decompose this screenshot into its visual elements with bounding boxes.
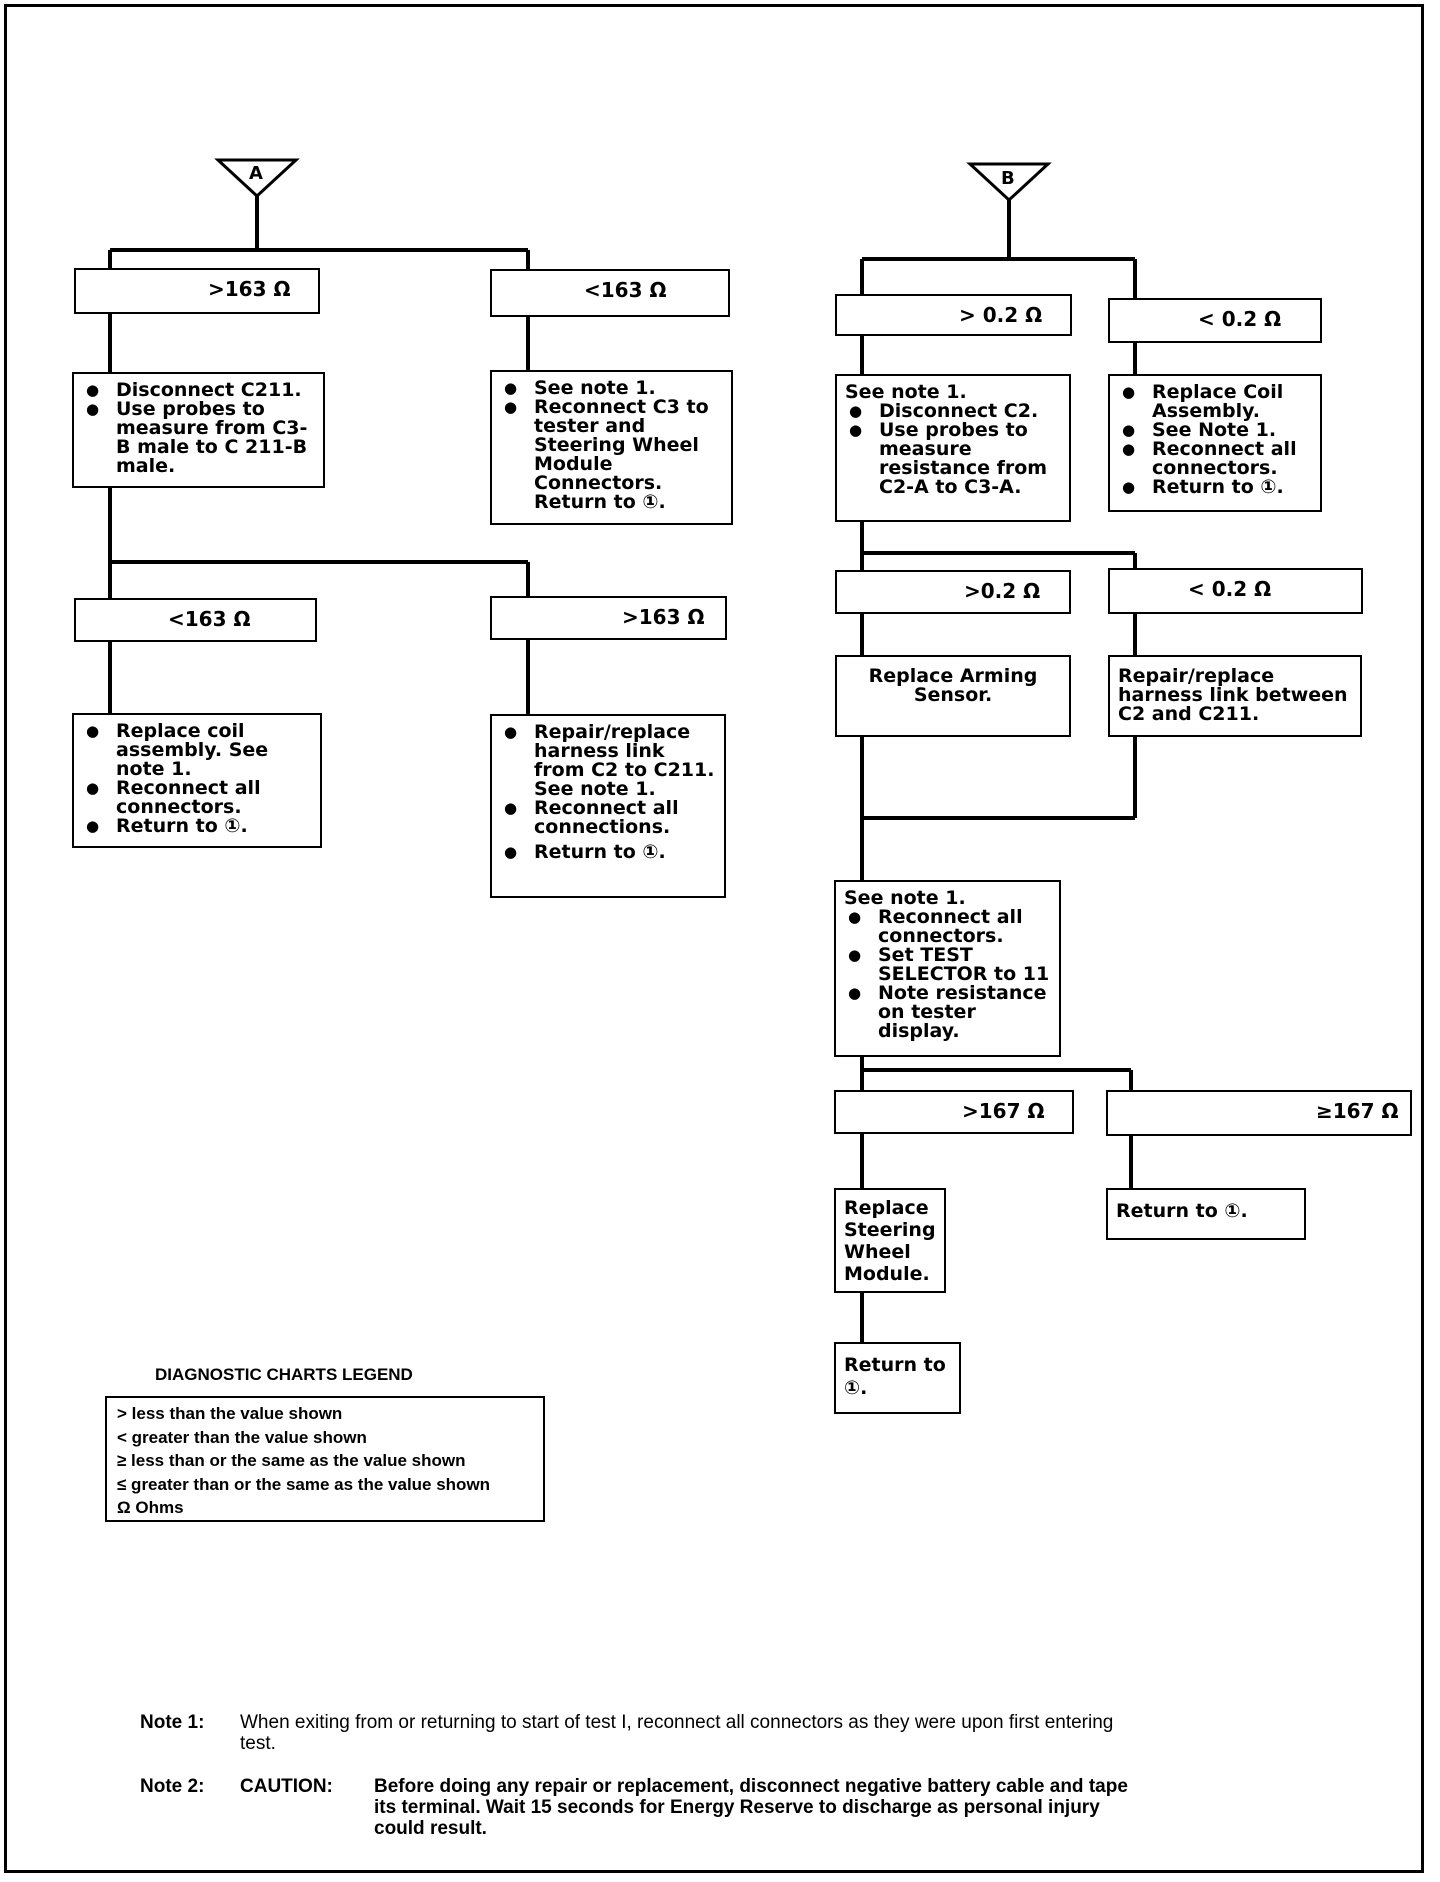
step-item: Replace coil assembly. See note 1. xyxy=(82,722,312,779)
b-replace-steering-wheel-box: Replace Steering Wheel Module. xyxy=(834,1188,946,1293)
legend-row: ≤ greater than or the same as the value … xyxy=(117,1474,491,1494)
a-condition-lt163-second: <163 Ω xyxy=(74,598,317,642)
note2-text: Before doing any repair or replacement, … xyxy=(374,1776,1128,1839)
b-disconnect-c2-box: See note 1. Disconnect C2. Use probes to… xyxy=(835,374,1071,522)
step-item: Return to ①. xyxy=(82,817,312,837)
condition-label: <163 Ω xyxy=(584,278,667,302)
b-condition-gt02: > 0.2 Ω xyxy=(835,294,1072,336)
condition-label: <163 Ω xyxy=(168,607,251,631)
step-item: Reconnect all connectors. xyxy=(1118,440,1312,478)
a-condition-lt163: <163 Ω xyxy=(490,269,730,317)
connector-a-triangle xyxy=(214,158,300,199)
note1-label: Note 1: xyxy=(140,1712,205,1733)
box-text: Replace Steering Wheel Module. xyxy=(844,1197,936,1285)
legend-box: > less than the value shown < greater th… xyxy=(105,1396,545,1522)
condition-label: > 0.2 Ω xyxy=(959,303,1043,327)
step-item: Disconnect C2. xyxy=(845,402,1061,422)
step-item: Reconnect all connections. xyxy=(500,799,716,837)
step-item: Set TEST SELECTOR to 11 xyxy=(844,946,1051,984)
b-condition-lt02-second: < 0.2 Ω xyxy=(1108,568,1363,614)
legend-row: ≥ less than or the same as the value sho… xyxy=(117,1451,466,1470)
box-text: Replace Arming Sensor. xyxy=(868,665,1038,706)
a-repair-harness-box: Repair/replace harness link from C2 to C… xyxy=(490,714,726,898)
step-item: See note 1. xyxy=(500,379,723,399)
b-condition-ge167: ≥167 Ω xyxy=(1106,1090,1412,1136)
note2-caution: CAUTION: xyxy=(240,1776,333,1797)
step-item: Use probes to measure from C3-B male to … xyxy=(82,400,315,476)
note2-label: Note 2: xyxy=(140,1776,205,1797)
a-see-note-box: See note 1. Reconnect C3 to tester and S… xyxy=(490,370,733,525)
legend-title: DIAGNOSTIC CHARTS LEGEND xyxy=(155,1365,413,1384)
note1-text: When exiting from or returning to start … xyxy=(240,1712,1114,1754)
b-return-box: Return to ①. xyxy=(1106,1188,1306,1240)
condition-label: < 0.2 Ω xyxy=(1188,577,1272,601)
b-replace-coil-box: Replace Coil Assembly. See Note 1. Recon… xyxy=(1108,374,1322,512)
connector-a-label: A xyxy=(249,163,263,184)
step-item: Return to ①. xyxy=(1118,478,1312,498)
b-reconnect-box: See note 1. Reconnect all connectors. Se… xyxy=(834,880,1061,1057)
see-note-line: See note 1. xyxy=(844,887,966,909)
condition-label: < 0.2 Ω xyxy=(1198,307,1282,331)
legend-row: Ω Ohms xyxy=(117,1498,184,1517)
a-condition-gt163: >163 Ω xyxy=(74,268,320,314)
condition-label: >0.2 Ω xyxy=(964,579,1041,603)
step-item: Use probes to measure resistance from C2… xyxy=(845,421,1061,497)
step-item: Disconnect C211. xyxy=(82,381,315,401)
step-item: Return to ①. xyxy=(500,843,716,863)
box-text: Return to ①. xyxy=(1116,1200,1248,1222)
step-item: Replace Coil Assembly. xyxy=(1118,383,1312,421)
see-note-line: See note 1. xyxy=(845,381,967,403)
condition-label: >167 Ω xyxy=(962,1099,1045,1123)
a-condition-gt163-second: >163 Ω xyxy=(490,596,727,640)
step-item: Reconnect all connectors. xyxy=(844,908,1051,946)
legend-row: < greater than the value shown xyxy=(117,1427,367,1447)
condition-label: ≥167 Ω xyxy=(1316,1099,1399,1123)
legend-row: > less than the value shown xyxy=(117,1404,343,1423)
condition-label: >163 Ω xyxy=(208,277,291,301)
a-replace-coil-box: Replace coil assembly. See note 1. Recon… xyxy=(72,713,322,848)
condition-label: >163 Ω xyxy=(622,605,705,629)
step-item: Reconnect C3 to tester and Steering Whee… xyxy=(500,398,723,512)
page-border xyxy=(4,4,1424,1873)
step-item: Note resistance on tester display. xyxy=(844,984,1051,1041)
b-condition-gt167: >167 Ω xyxy=(834,1090,1074,1134)
b-condition-lt02: < 0.2 Ω xyxy=(1108,298,1322,343)
box-text: Return to ①. xyxy=(844,1354,946,1399)
step-item: Reconnect all connectors. xyxy=(82,779,312,817)
b-condition-gt02-second: >0.2 Ω xyxy=(835,570,1071,614)
step-item: See Note 1. xyxy=(1118,421,1312,441)
b-replace-arming-sensor-box: Replace Arming Sensor. xyxy=(835,655,1071,737)
a-disconnect-c211-box: Disconnect C211. Use probes to measure f… xyxy=(72,372,325,488)
connector-b-triangle xyxy=(966,162,1052,203)
b-repair-harness-box: Repair/replace harness link between C2 a… xyxy=(1108,655,1362,737)
b-final-return-box: Return to ①. xyxy=(834,1342,961,1414)
step-item: Repair/replace harness link from C2 to C… xyxy=(500,723,716,799)
box-text: Repair/replace harness link between C2 a… xyxy=(1118,665,1348,725)
connector-b-label: B xyxy=(1001,168,1015,189)
